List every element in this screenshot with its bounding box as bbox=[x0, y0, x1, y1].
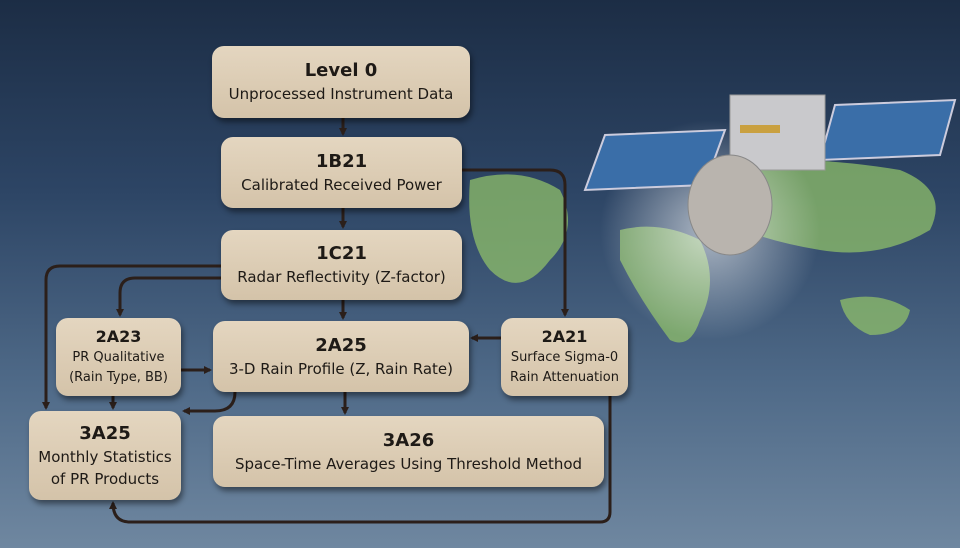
node-1c21: 1C21 Radar Reflectivity (Z-factor) bbox=[221, 230, 462, 300]
node-title: 1C21 bbox=[316, 243, 367, 264]
node-3a26: 3A26 Space-Time Averages Using Threshold… bbox=[213, 416, 604, 487]
flow-arrows bbox=[42, 118, 612, 524]
node-2a21: 2A21 Surface Sigma-0 Rain Attenuation bbox=[501, 318, 628, 396]
node-line1: PR Qualitative bbox=[72, 350, 165, 365]
node-level0: Level 0 Unprocessed Instrument Data bbox=[212, 46, 470, 118]
node-title: 1B21 bbox=[315, 150, 368, 172]
node-title: 3A26 bbox=[382, 429, 435, 451]
node-line1: Monthly Statistics bbox=[38, 447, 172, 466]
node-subtitle: Calibrated Received Power bbox=[241, 175, 442, 194]
node-subtitle: Unprocessed Instrument Data bbox=[228, 85, 454, 103]
node-title: 2A23 bbox=[95, 327, 142, 346]
node-line1: Surface Sigma-0 bbox=[510, 350, 619, 365]
node-title: Level 0 bbox=[304, 60, 378, 81]
node-2a23: 2A23 PR Qualitative (Rain Type, BB) bbox=[56, 318, 181, 396]
node-title: 2A21 bbox=[541, 327, 588, 346]
node-subtitle: 3-D Rain Profile (Z, Rain Rate) bbox=[228, 359, 454, 378]
node-title: 3A25 bbox=[79, 422, 131, 444]
satellite-icon bbox=[583, 94, 957, 256]
node-subtitle: Radar Reflectivity (Z-factor) bbox=[237, 268, 446, 286]
node-line2: (Rain Type, BB) bbox=[69, 370, 168, 385]
node-1b21: 1B21 Calibrated Received Power bbox=[221, 137, 462, 208]
node-2a25: 2A25 3-D Rain Profile (Z, Rain Rate) bbox=[213, 321, 469, 392]
node-line2: Rain Attenuation bbox=[510, 370, 619, 385]
node-3a25: 3A25 Monthly Statistics of PR Products bbox=[29, 411, 181, 500]
node-line2: of PR Products bbox=[50, 469, 160, 488]
node-title: 2A25 bbox=[315, 334, 367, 356]
node-subtitle: Space-Time Averages Using Threshold Meth… bbox=[234, 454, 583, 473]
